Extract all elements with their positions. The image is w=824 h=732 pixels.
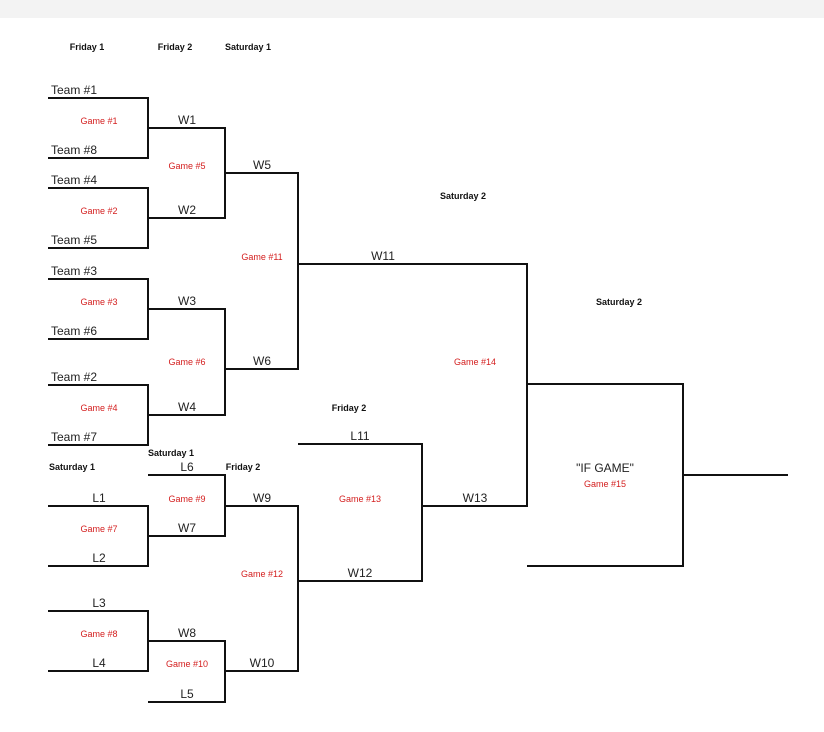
team-label: Team #6 <box>51 324 97 338</box>
team-label: Team #2 <box>51 370 97 384</box>
bracket-lines <box>48 97 788 703</box>
slot-w10: W10 <box>250 656 275 670</box>
header-saturday-2-final: Saturday 2 <box>596 297 642 307</box>
game-label: Game #11 <box>241 252 282 262</box>
slot-w1: W1 <box>178 113 196 127</box>
team-label: Team #7 <box>51 430 97 444</box>
team-label: Team #4 <box>51 173 97 187</box>
slot-l3: L3 <box>92 596 106 610</box>
game-label: Game #9 <box>168 494 205 504</box>
team-label: Team #8 <box>51 143 97 157</box>
slot-w5: W5 <box>253 158 271 172</box>
slot-w7: W7 <box>178 521 196 535</box>
header-friday-2-mid: Friday 2 <box>332 403 367 413</box>
slot-w6: W6 <box>253 354 271 368</box>
game-label: Game #13 <box>339 494 381 504</box>
game-label: Game #12 <box>241 569 283 579</box>
slot-l11: L11 <box>350 429 369 443</box>
slot-l5: L5 <box>180 687 194 701</box>
game-label: Game #1 <box>80 116 117 126</box>
slot-l4: L4 <box>92 656 106 670</box>
header-friday-1: Friday 1 <box>70 42 105 52</box>
game-label: Game #7 <box>80 524 117 534</box>
team-label: Team #5 <box>51 233 97 247</box>
bracket-game-15 <box>527 383 684 567</box>
slot-w2: W2 <box>178 203 196 217</box>
bracket-game-12 <box>225 505 299 672</box>
game-label: Game #6 <box>168 357 205 367</box>
slot-w13: W13 <box>463 491 488 505</box>
game-label: Game #5 <box>168 161 205 171</box>
game-label: Game #15 <box>584 479 626 489</box>
header-saturday-1: Saturday 1 <box>225 42 271 52</box>
game-label: Game #3 <box>80 297 117 307</box>
slot-l6: L6 <box>180 460 194 474</box>
header-friday-2-losers: Friday 2 <box>226 462 261 472</box>
header-saturday-1-losers: Saturday 1 <box>49 462 95 472</box>
if-game-label: "IF GAME" <box>576 461 634 475</box>
top-bar <box>0 0 824 18</box>
slot-w3: W3 <box>178 294 196 308</box>
team-label: Team #1 <box>51 83 97 97</box>
team-label: Team #3 <box>51 264 97 278</box>
slot-w9: W9 <box>253 491 271 505</box>
bracket-game-6 <box>148 308 226 416</box>
slot-w4: W4 <box>178 400 196 414</box>
header-saturday-2: Saturday 2 <box>440 191 486 201</box>
bracket-game-14 <box>298 263 528 507</box>
game-label: Game #14 <box>454 357 496 367</box>
slot-w11: W11 <box>371 249 395 263</box>
game-label: Game #4 <box>80 403 117 413</box>
slot-l1: L1 <box>92 491 106 505</box>
bracket-game-11 <box>225 172 299 370</box>
game-label: Game #10 <box>166 659 208 669</box>
header-friday-2: Friday 2 <box>158 42 193 52</box>
header-saturday-1-l6: Saturday 1 <box>148 448 194 458</box>
bracket-game-13 <box>298 443 423 582</box>
game-label: Game #2 <box>80 206 117 216</box>
slot-w8: W8 <box>178 626 196 640</box>
slot-l2: L2 <box>92 551 106 565</box>
slot-w12: W12 <box>348 566 373 580</box>
game-label: Game #8 <box>80 629 117 639</box>
